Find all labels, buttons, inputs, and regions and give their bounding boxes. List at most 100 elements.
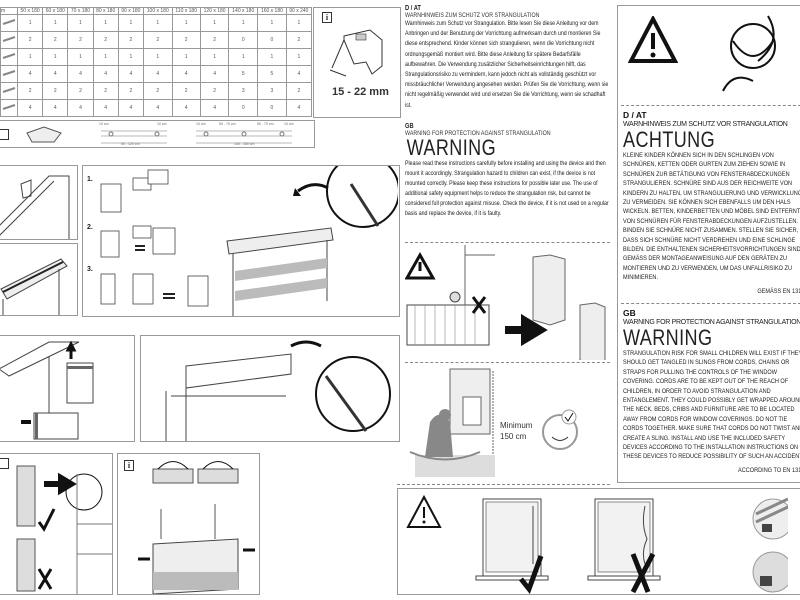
quantity-cell: 2: [42, 31, 69, 49]
quantity-cell: 4: [171, 65, 201, 83]
quantity-cell: 2: [142, 31, 173, 49]
quantity-cell: 1: [142, 14, 173, 32]
crib-hazard-illustration: [405, 245, 606, 360]
minimum-label: Minimum: [500, 421, 533, 430]
quantity-cell: 2: [199, 31, 230, 49]
language-code: D / AT: [405, 5, 421, 12]
de-warning-section: D / AT WARNHINWEIS ZUM SCHUTZ VOR STRANG…: [405, 5, 610, 111]
warning-body: Strangulation risk for small children wi…: [623, 350, 800, 461]
quantity-cell: 1: [199, 14, 230, 32]
dim-label: 10 cm: [284, 122, 294, 126]
size-column-header: 160 x 180: [257, 7, 287, 15]
divider: [405, 242, 610, 243]
warning-subtitle: WARNHINWEIS ZUM SCHUTZ VOR STRANGULATION: [623, 121, 788, 128]
divider: [405, 362, 610, 363]
quantity-cell: 2: [117, 82, 144, 100]
quantity-cell: 4: [92, 65, 119, 83]
dim-label: 10 cm: [99, 122, 109, 126]
child-height-illustration: [409, 368, 578, 477]
unit-header: m: [0, 7, 18, 15]
quantity-cell: 1: [228, 48, 259, 66]
cassette-bracket-illustration: [0, 175, 70, 239]
norm-reference: ACCORDING TO EN 13120: [738, 466, 800, 474]
quantity-cell: 1: [117, 14, 144, 32]
rail-illustration: [0, 258, 68, 315]
size-column-header: 70 x 180: [67, 7, 94, 15]
quantity-cell: 2: [42, 82, 69, 100]
screw-icon: [0, 65, 18, 83]
chain-weight-icon: [0, 48, 18, 66]
quantity-cell: 1: [285, 14, 313, 32]
warning-subtitle: WARNING FOR PROTECTION AGAINST STRANGULA…: [405, 130, 551, 137]
quantity-cell: 2: [16, 82, 44, 100]
quantity-cell: 1: [171, 14, 201, 32]
language-code: GB: [623, 308, 636, 318]
warning-title: WARNING: [623, 325, 713, 350]
size-column-header: 120 x 180: [199, 7, 230, 15]
quantity-cell: 5: [257, 65, 287, 83]
minimum-value: 150 cm: [500, 432, 527, 441]
quantity-cell: 0: [228, 31, 259, 49]
quantity-cell: 4: [42, 65, 69, 83]
bracket-range-label: 15 - 22 mm: [332, 86, 389, 98]
clip-bracket-icon: [0, 82, 18, 100]
quantity-cell: 4: [285, 99, 313, 117]
bracket-steps-illustration: [100, 169, 209, 307]
quantity-cell: 1: [42, 48, 69, 66]
norm-reference: GEMÄSS EN 13120: [757, 287, 800, 295]
size-column-header: 90 x 240: [285, 7, 313, 15]
quantity-cell: 4: [117, 65, 144, 83]
child-cord-hazard-icon: [722, 15, 776, 92]
right-warning-panel: D / AT WARNHINWEIS ZUM SCHUTZ VOR STRANG…: [617, 5, 800, 483]
profile-rail-icon: [0, 14, 18, 32]
quantity-cell: 1: [42, 14, 69, 32]
warning-triangle-icon: [406, 495, 442, 528]
divider: [397, 484, 610, 485]
quantity-cell: 1: [92, 48, 119, 66]
dimension-strip: 10 cm 10 cm 50 - 120 cm 10 cm 50 - 70 cm…: [0, 120, 315, 148]
quantity-cell: 2: [285, 82, 313, 100]
dim-label: 10 cm: [157, 122, 167, 126]
quantity-cell: 1: [142, 48, 173, 66]
quantity-cell: 4: [142, 65, 173, 83]
info-icon: [0, 458, 9, 469]
quantity-cell: 2: [171, 82, 201, 100]
blind-mounting-illustration: [226, 166, 398, 316]
bracket-assembly-panel: 1. 2. 3.: [82, 165, 400, 317]
divider: [621, 303, 800, 304]
quantity-cell: 1: [285, 48, 313, 66]
warning-title: WARNING: [406, 135, 497, 160]
size-column-header: 60 x 180: [42, 7, 69, 15]
quantity-cell: 1: [67, 14, 94, 32]
quantity-cell: 5: [228, 65, 259, 83]
cassette-clip-illustration: [165, 340, 391, 441]
quantity-cell: 1: [257, 48, 287, 66]
bracket-clearance-icon: [329, 29, 383, 77]
cassette-closeup-panel: [0, 165, 78, 240]
quantity-cell: 4: [16, 99, 44, 117]
size-column-header: 110 x 180: [171, 7, 201, 15]
warning-subtitle: WARNHINWEIS ZUM SCHUTZ VOR STRANGULATION: [405, 12, 540, 19]
step-number: 3.: [87, 266, 93, 273]
quantity-cell: 2: [199, 82, 230, 100]
rail-closeup-panel: [0, 243, 78, 316]
minimum-height-label: Minimum 150 cm: [500, 420, 532, 442]
quantity-cell: 4: [117, 99, 144, 117]
quantity-cell: 0: [228, 99, 259, 117]
size-column-header: 50 x 180: [16, 7, 44, 15]
long-rail-diagram: [196, 130, 292, 144]
quantity-cell: 2: [67, 82, 94, 100]
divider: [621, 105, 800, 106]
warning-body: Please read these instructions carefully…: [405, 160, 609, 217]
warning-triangle-icon: [628, 16, 678, 63]
quantity-cell: 1: [67, 48, 94, 66]
quantity-cell: 4: [171, 99, 201, 117]
size-column-header: 140 x 180: [228, 7, 259, 15]
quantity-cell: 4: [199, 65, 230, 83]
dim-label: 50 - 70 cm: [257, 122, 274, 126]
step-number: 2.: [87, 224, 93, 231]
cassette-icon: [26, 126, 62, 143]
